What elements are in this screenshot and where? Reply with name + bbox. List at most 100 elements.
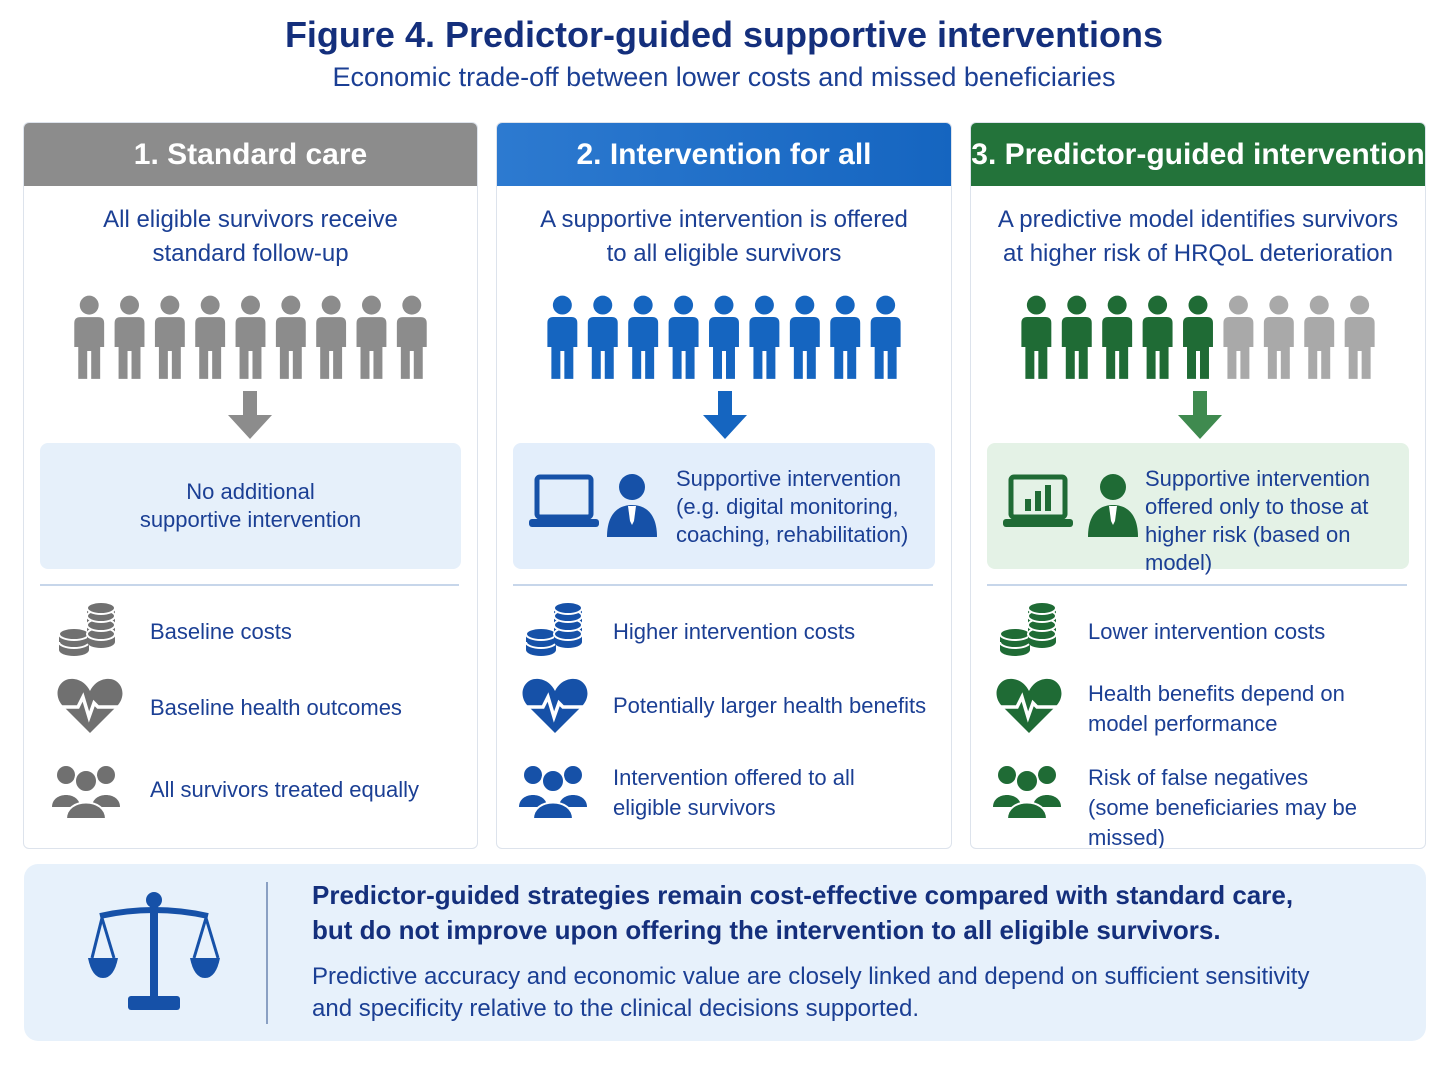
- panel-description-line: standard follow-up: [152, 240, 349, 267]
- intervention-box-text: Supportive intervention offered only to …: [1145, 465, 1409, 577]
- conclusion-line: Predictor-guided strategies remain cost-…: [312, 880, 1294, 910]
- health-row-text: Health benefits depend on model performa…: [1088, 679, 1345, 739]
- panel-description-line: A supportive intervention is offered: [540, 206, 908, 233]
- panel-description-line: A predictive model identifies survivors: [997, 206, 1399, 233]
- panel-predictor-guided: 3. Predictor-guided intervention A predi…: [970, 122, 1426, 849]
- panel-header: 2. Intervention for all: [497, 123, 951, 186]
- laptop-and-coach-icon: [1003, 474, 1138, 537]
- divider: [987, 584, 1407, 586]
- person-icon: [1183, 295, 1213, 379]
- row-line: Health benefits depend on: [1088, 681, 1345, 706]
- box-line: Supportive intervention: [676, 466, 902, 491]
- row-line: Risk of false negatives: [1088, 765, 1309, 790]
- intervention-box: No additional supportive intervention: [40, 443, 461, 569]
- divider: [40, 584, 459, 586]
- row-line: Intervention offered to all: [613, 765, 855, 790]
- row-line: Potentially larger health benefits: [613, 693, 927, 718]
- cost-row-text: Lower intervention costs: [1088, 617, 1325, 647]
- person-icon: [789, 295, 820, 379]
- person-icon: [668, 295, 699, 379]
- box-line: (e.g. digital monitoring,: [676, 494, 899, 519]
- box-line: higher risk (based on model): [1145, 522, 1351, 575]
- health-row-text: Potentially larger health benefits: [613, 691, 926, 721]
- arrow-down-icon: [228, 391, 272, 439]
- group-icon: [519, 766, 587, 820]
- group-icon: [993, 766, 1061, 820]
- person-icon: [154, 295, 185, 379]
- heartbeat-icon: [996, 678, 1062, 733]
- conclusion-line: Predictive accuracy and economic value a…: [312, 963, 1310, 990]
- box-line: Supportive intervention: [1145, 466, 1371, 491]
- person-icon: [396, 295, 427, 379]
- arrow-down-icon: [703, 391, 747, 439]
- coach-icon: [607, 474, 657, 537]
- people-row: [497, 295, 951, 381]
- scales-icon: [88, 892, 220, 1010]
- person-icon: [830, 295, 861, 379]
- figure-subtitle: Economic trade-off between lower costs a…: [332, 62, 1116, 92]
- person-icon: [1304, 295, 1335, 379]
- conclusion-line: and specificity relative to the clinical…: [312, 995, 919, 1022]
- row-line: Higher intervention costs: [613, 619, 856, 644]
- person-icon: [195, 295, 226, 379]
- conclusion-line: but do not improve upon offering the int…: [312, 915, 1221, 945]
- laptop-icon: [529, 474, 599, 527]
- divider: [513, 584, 933, 586]
- heartbeat-icon: [522, 678, 588, 733]
- coins-icon: [58, 601, 116, 656]
- conclusion-box: Predictor-guided strategies remain cost-…: [24, 864, 1426, 1041]
- conclusion-bold-text: Predictor-guided strategies remain cost-…: [312, 878, 1402, 948]
- offer-row-text: Intervention offered to all eligible sur…: [613, 763, 855, 823]
- laptop-chart-icon: [1003, 474, 1073, 527]
- panel-standard-care: 1. Standard care All eligible survivors …: [23, 122, 478, 849]
- panel-intervention-for-all: 2. Intervention for all A supportive int…: [496, 122, 952, 849]
- conclusion-detail-text: Predictive accuracy and economic value a…: [312, 961, 1402, 1025]
- coins-icon: [525, 601, 583, 656]
- person-icon: [709, 295, 739, 379]
- row-line: model performance: [1088, 711, 1278, 736]
- panel-description-line: All eligible survivors receive: [103, 206, 398, 233]
- person-icon: [1223, 295, 1254, 379]
- person-icon: [356, 295, 387, 379]
- people-row: [24, 295, 477, 381]
- panel-description-line: to all eligible survivors: [606, 240, 842, 267]
- intervention-box-text: Supportive intervention (e.g. digital mo…: [676, 465, 908, 549]
- panel-description: A supportive intervention is offered to …: [497, 203, 951, 271]
- person-icon: [749, 295, 780, 379]
- box-line: coaching, rehabilitation): [676, 522, 909, 547]
- cost-row-text: Higher intervention costs: [613, 617, 855, 647]
- person-icon: [1142, 295, 1173, 379]
- figure-title: Figure 4. Predictor-guided supportive in…: [284, 14, 1164, 55]
- intervention-box: Supportive intervention offered only to …: [987, 443, 1409, 575]
- row-line: All survivors treated equally: [150, 777, 420, 802]
- panel-header: 3. Predictor-guided intervention: [971, 123, 1425, 186]
- heartbeat-icon: [57, 678, 123, 733]
- people-figures: [74, 295, 427, 379]
- person-icon: [1021, 295, 1052, 379]
- person-icon: [628, 295, 659, 379]
- people-figures: [1021, 295, 1375, 379]
- panel-description: A predictive model identifies survivors …: [971, 203, 1425, 271]
- panel-header: 1. Standard care: [24, 123, 477, 186]
- person-icon: [74, 295, 105, 379]
- row-line: (some beneficiaries may be missed): [1088, 795, 1358, 849]
- person-icon: [870, 295, 901, 379]
- group-icon: [52, 766, 120, 820]
- person-icon: [1102, 295, 1133, 379]
- row-line: Baseline costs: [150, 619, 292, 644]
- row-line: Lower intervention costs: [1088, 619, 1326, 644]
- person-icon: [547, 295, 578, 379]
- box-line: No additional: [186, 479, 315, 504]
- equity-row-text: All survivors treated equally: [150, 775, 419, 805]
- intervention-box-text: No additional supportive intervention: [40, 478, 461, 534]
- person-icon: [1061, 295, 1092, 379]
- person-icon: [1344, 295, 1375, 379]
- person-icon: [587, 295, 618, 379]
- person-icon: [316, 295, 347, 379]
- cost-row-text: Baseline costs: [150, 617, 292, 647]
- person-icon: [275, 295, 306, 379]
- coins-icon: [999, 601, 1057, 656]
- risk-row-text: Risk of false negatives (some beneficiar…: [1088, 763, 1425, 849]
- box-line: offered only to those at: [1145, 494, 1369, 519]
- vertical-divider: [266, 882, 268, 1024]
